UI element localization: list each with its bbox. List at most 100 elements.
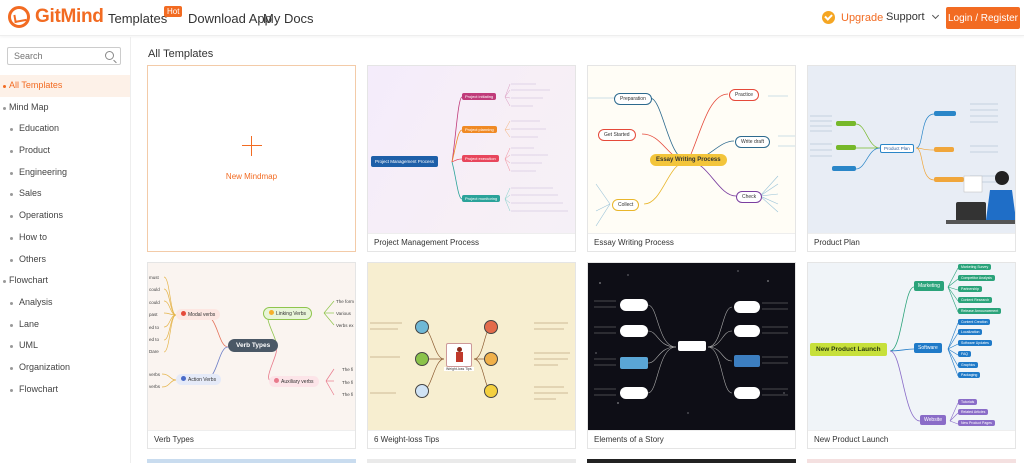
template-card-title: 6 Weight-loss Tips: [368, 430, 575, 448]
mindmap-branch-node: [934, 147, 954, 152]
sidebar-item-operations[interactable]: Operations: [0, 205, 130, 227]
sidebar-item-label: UML: [19, 340, 39, 351]
mindmap-center-node: Product Plan: [880, 144, 914, 153]
person-at-desk-illustration: [946, 171, 1015, 224]
leaf-word: Various: [336, 311, 351, 316]
leaf-word: ed to: [149, 337, 160, 343]
nav-templates[interactable]: Templates Hot: [108, 6, 183, 26]
leaf-word: ed to: [149, 324, 160, 330]
template-card-title: Essay Writing Process: [588, 233, 795, 251]
branch-label: Modal verbs: [188, 312, 216, 318]
figure-body-icon: [456, 352, 463, 362]
bullet-icon: [3, 280, 6, 284]
mindmap-branch-node: Get Started: [598, 129, 636, 141]
sidebar-item-flowchart-group[interactable]: Flowchart: [0, 270, 130, 292]
sidebar-item-engineering[interactable]: Engineering: [0, 162, 130, 184]
sidebar-item-analysis[interactable]: Analysis: [0, 292, 130, 314]
template-card-partial[interactable]: [587, 459, 796, 463]
sidebar-item-organization[interactable]: Organization: [0, 357, 130, 379]
story-center-node: [678, 341, 706, 351]
mindmap-branch-node: Check: [736, 191, 763, 203]
bullet-icon: [10, 388, 13, 392]
template-card-verb-types[interactable]: Verb Types Modal verbs Linking Verbs Act…: [147, 262, 356, 449]
template-card-partial[interactable]: [807, 459, 1016, 463]
leaf-word: verbs: [149, 384, 161, 390]
mindmap-branch-node: Project planning: [462, 126, 497, 133]
template-card-product-plan[interactable]: Product Plan Product Plan: [807, 65, 1016, 252]
branch-label: Action Verbs: [188, 377, 217, 383]
mindmap-branch-node: Practice: [729, 89, 760, 101]
template-thumbnail: Verb Types Modal verbs Linking Verbs Act…: [148, 263, 355, 430]
leaf-words-left-lower: verbs verbs: [149, 369, 160, 394]
mindmap-leaf-node: Localization: [958, 329, 983, 335]
template-card-project-management[interactable]: Project Management Process Project initi…: [367, 65, 576, 252]
sidebar-item-flowchart[interactable]: Flowchart: [0, 379, 130, 401]
leaf-word: The fi: [342, 379, 354, 385]
sidebar-item-all-templates[interactable]: All Templates: [0, 75, 130, 97]
sidebar-item-label: Flowchart: [9, 275, 49, 286]
template-thumbnail: [588, 263, 795, 430]
figure-head-icon: [457, 347, 462, 352]
sidebar-item-how-to[interactable]: How to: [0, 227, 130, 249]
bullet-icon: [10, 150, 13, 154]
sidebar-item-product[interactable]: Product: [0, 140, 130, 162]
sidebar-item-label: Engineering: [19, 166, 68, 177]
template-card-new-product-launch[interactable]: New Product Launch Marketing Software We…: [807, 262, 1016, 449]
story-branch-node: [734, 325, 760, 337]
template-card-title: Project Management Process: [368, 233, 575, 251]
search-icon[interactable]: [105, 51, 114, 60]
leaf-word: could: [149, 287, 160, 293]
sidebar-item-label: Organization: [19, 361, 71, 372]
template-card-partial[interactable]: [367, 459, 576, 463]
mindmap-branch-node: Project monitoring: [462, 195, 501, 202]
bullet-icon: [10, 128, 13, 132]
sidebar-item-label: Others: [19, 253, 47, 264]
mindmap-branch-node: Collect: [612, 199, 640, 211]
leaf-word: The form: [336, 299, 355, 304]
branch-label: Linking Verbs: [276, 311, 307, 317]
nav-download-app[interactable]: Download App: [188, 11, 272, 26]
mindmap-branch-node: Action Verbs: [176, 374, 222, 385]
support-menu[interactable]: Support: [886, 11, 939, 23]
login-register-button[interactable]: Login / Register: [946, 7, 1020, 29]
leaf-words-right-lower: The fi The fi The fi: [342, 364, 353, 402]
nav-my-docs[interactable]: My Docs: [263, 11, 314, 26]
sidebar-item-uml[interactable]: UML: [0, 335, 130, 357]
sidebar-item-label: How to: [19, 231, 48, 242]
bullet-icon: [10, 323, 13, 327]
branch-label: Auxiliary verbs: [281, 379, 314, 385]
sidebar-item-label: All Templates: [9, 80, 63, 90]
template-thumbnail: Project Management Process Project initi…: [368, 66, 575, 233]
sidebar-item-sales[interactable]: Sales: [0, 183, 130, 205]
tip-image-icon: [415, 352, 429, 366]
template-card-essay-writing[interactable]: Essay Writing Process Preparation Practi…: [587, 65, 796, 252]
upgrade-link[interactable]: Upgrade: [822, 11, 883, 24]
search-box[interactable]: [7, 47, 121, 65]
plus-icon: [242, 136, 262, 156]
sidebar-item-others[interactable]: Others: [0, 249, 130, 271]
mindmap-branch-node: Website: [920, 415, 946, 425]
sidebar-item-label: Operations: [19, 210, 64, 221]
sidebar-item-label: Lane: [19, 318, 40, 329]
bullet-icon: [10, 345, 13, 349]
bullet-icon: [10, 366, 13, 370]
sidebar-item-education[interactable]: Education: [0, 118, 130, 140]
mindmap-center-node: Weight-loss Tips: [444, 367, 474, 371]
template-card-elements-of-a-story[interactable]: Elements of a Story: [587, 262, 796, 449]
sidebar-item-mind-map[interactable]: Mind Map: [0, 97, 130, 119]
upgrade-icon: [822, 11, 835, 24]
mindmap-leaf-node: Packaging: [958, 372, 981, 378]
sidebar-item-label: Sales: [19, 188, 42, 199]
mindmap-branch-node: Write draft: [735, 136, 770, 148]
template-card-weight-loss-tips[interactable]: Weight-loss Tips 6 Weight-loss Tips: [367, 262, 576, 449]
gitmind-logo[interactable]: GitMind: [8, 6, 104, 28]
search-input[interactable]: [8, 48, 98, 64]
template-card-partial[interactable]: [147, 459, 356, 463]
template-card-title: New Product Launch: [808, 430, 1015, 448]
new-mindmap-card[interactable]: New Mindmap: [147, 65, 356, 252]
leaf-word: must: [149, 275, 159, 280]
story-branch-node: [734, 387, 760, 399]
bullet-icon: [10, 215, 13, 219]
tip-image-icon: [415, 320, 429, 334]
sidebar-item-lane[interactable]: Lane: [0, 314, 130, 336]
